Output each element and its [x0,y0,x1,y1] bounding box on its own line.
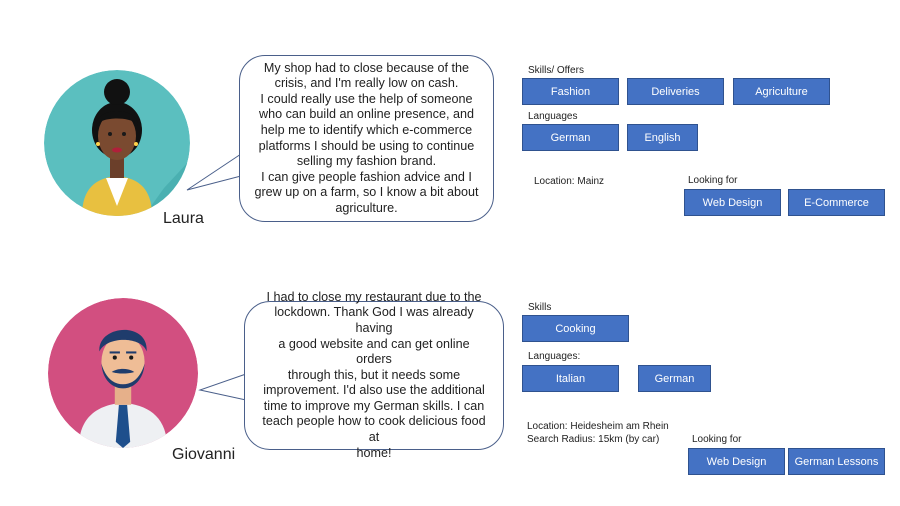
giovanni-speech-bubble: I had to close my restaurant due to the … [244,290,504,460]
laura-language-english[interactable]: English [627,124,698,151]
laura-name: Laura [163,210,204,227]
giovanni-looking-for-label: Looking for [692,434,742,445]
giovanni-skill-cooking[interactable]: Cooking [522,315,629,342]
giovanni-skills-label: Skills [528,302,552,313]
laura-skill-deliveries[interactable]: Deliveries [627,78,724,105]
laura-looking-for-label: Looking for [688,175,738,186]
giovanni-search-radius: Search Radius: 15km (by car) [527,434,660,445]
laura-looking-e-commerce[interactable]: E-Commerce [788,189,885,216]
laura-location: Location: Mainz [534,176,605,187]
giovanni-avatar [48,298,198,448]
giovanni-bubble-tail [198,373,247,401]
laura-avatar [44,70,190,216]
laura-language-german[interactable]: German [522,124,619,151]
giovanni-name: Giovanni [172,446,236,463]
giovanni-looking-german-lessons[interactable]: German Lessons [788,448,885,475]
giovanni-location: Location: Heidesheim am Rhein [527,421,669,432]
laura-bubble-tail [186,153,242,191]
laura-speech-bubble: My shop had to close because of the cris… [239,55,494,222]
laura-languages-label: Languages [528,111,578,122]
laura-skill-fashion[interactable]: Fashion [522,78,619,105]
laura-skill-agriculture[interactable]: Agriculture [733,78,830,105]
giovanni-quote: I had to close my restaurant due to the … [262,289,486,460]
giovanni-looking-web-design[interactable]: Web Design [688,448,785,475]
giovanni-languages-label: Languages: [528,351,581,362]
giovanni-language-italian[interactable]: Italian [522,365,619,392]
laura-skills-label: Skills/ Offers [528,65,584,76]
laura-looking-web-design[interactable]: Web Design [684,189,781,216]
giovanni-language-german[interactable]: German [638,365,711,392]
laura-quote: My shop had to close because of the cris… [254,60,479,215]
